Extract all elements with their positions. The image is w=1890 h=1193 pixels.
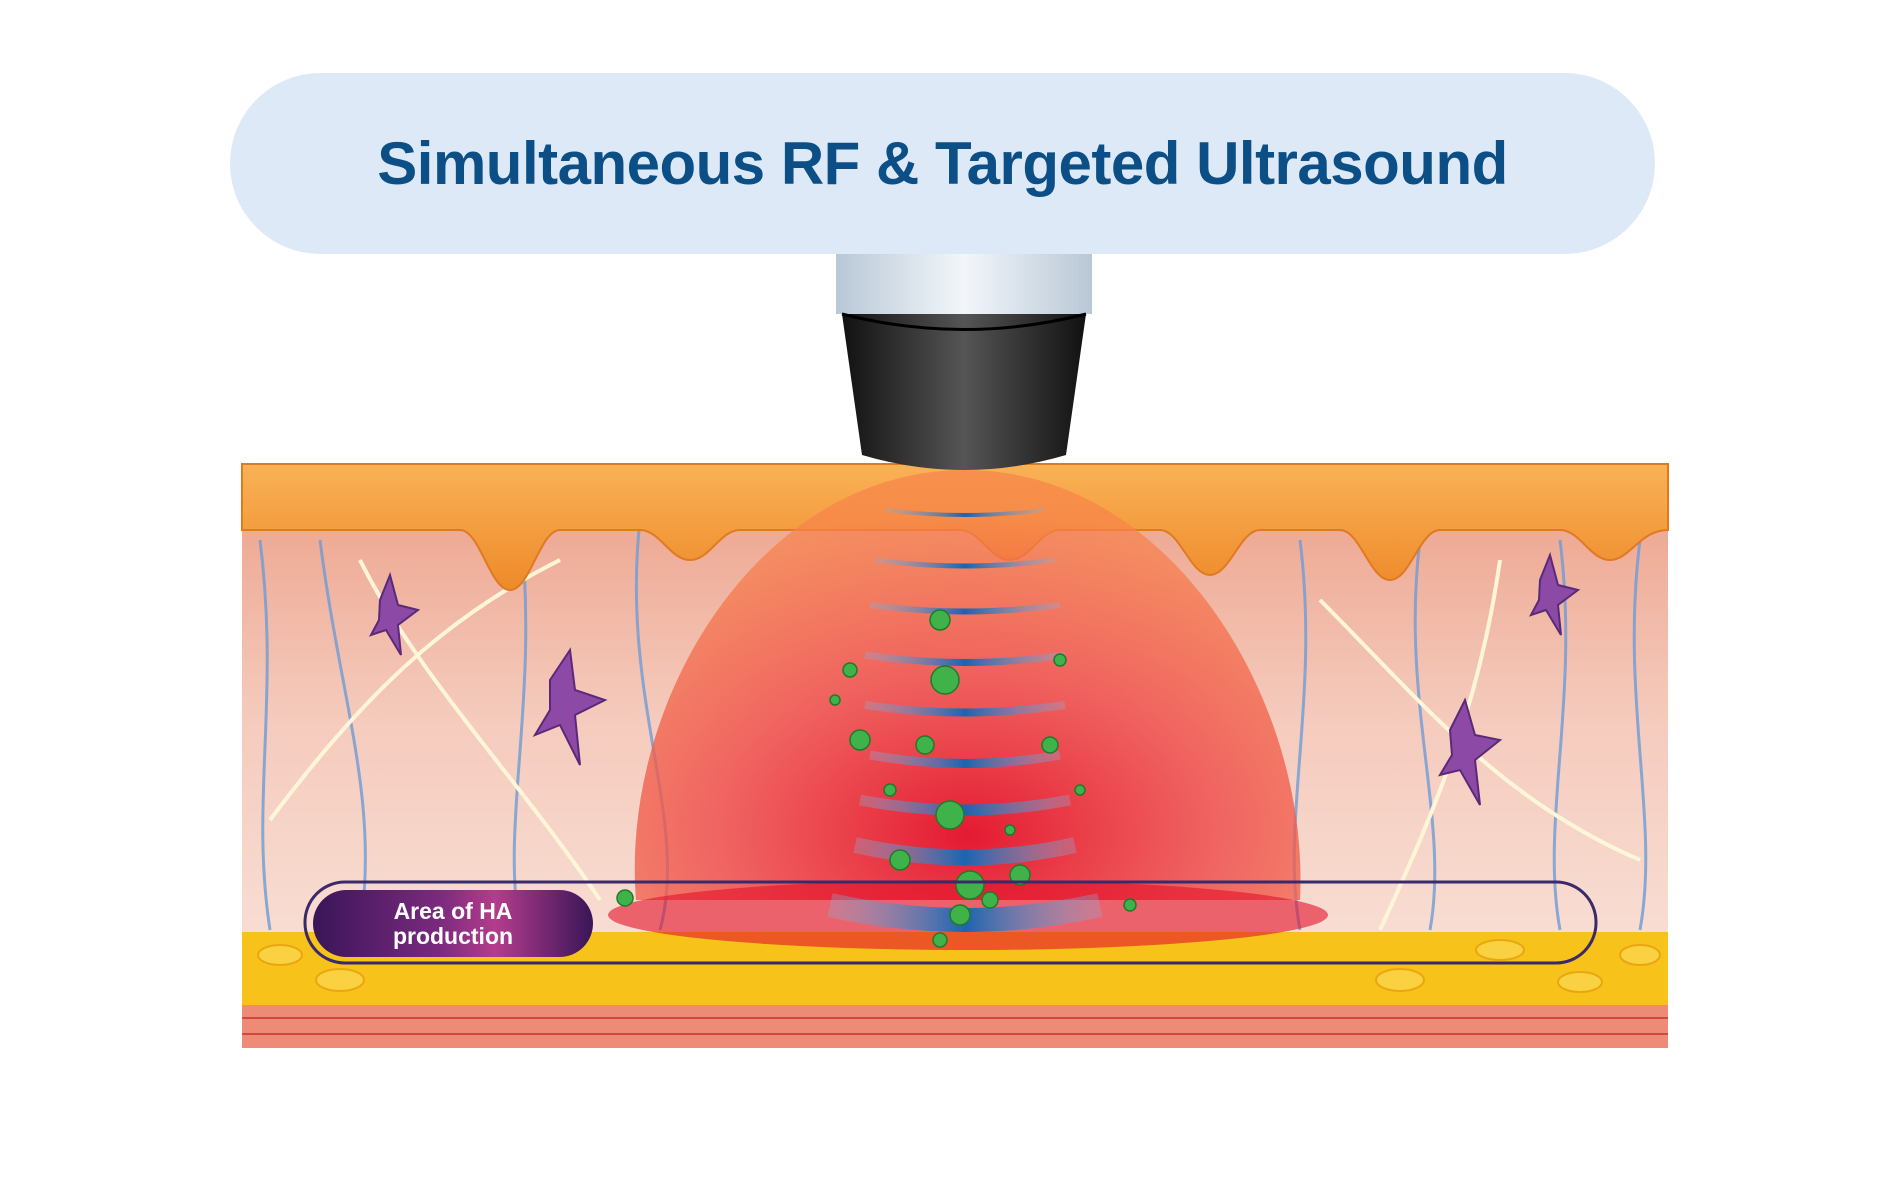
collagen-fibers [258, 519, 1648, 931]
fibroblast-cells [368, 551, 1581, 806]
rf-heating-zone [634, 470, 1301, 900]
title-banner: Simultaneous RF & Targeted Ultrasound [230, 73, 1655, 254]
ultrasound-rf-handpiece [836, 254, 1092, 470]
ha-molecules [616, 609, 1137, 948]
muscle-layer [242, 1005, 1668, 1048]
ha-label-line1: Area of HA [393, 897, 513, 924]
ultrasound-waves [827, 508, 1103, 932]
page-title: Simultaneous RF & Targeted Ultrasound [377, 130, 1508, 197]
ha-production-label: Area of HA production [313, 890, 593, 957]
ha-label-line2: production [392, 922, 514, 949]
ha-production-area-outline [303, 880, 1598, 965]
